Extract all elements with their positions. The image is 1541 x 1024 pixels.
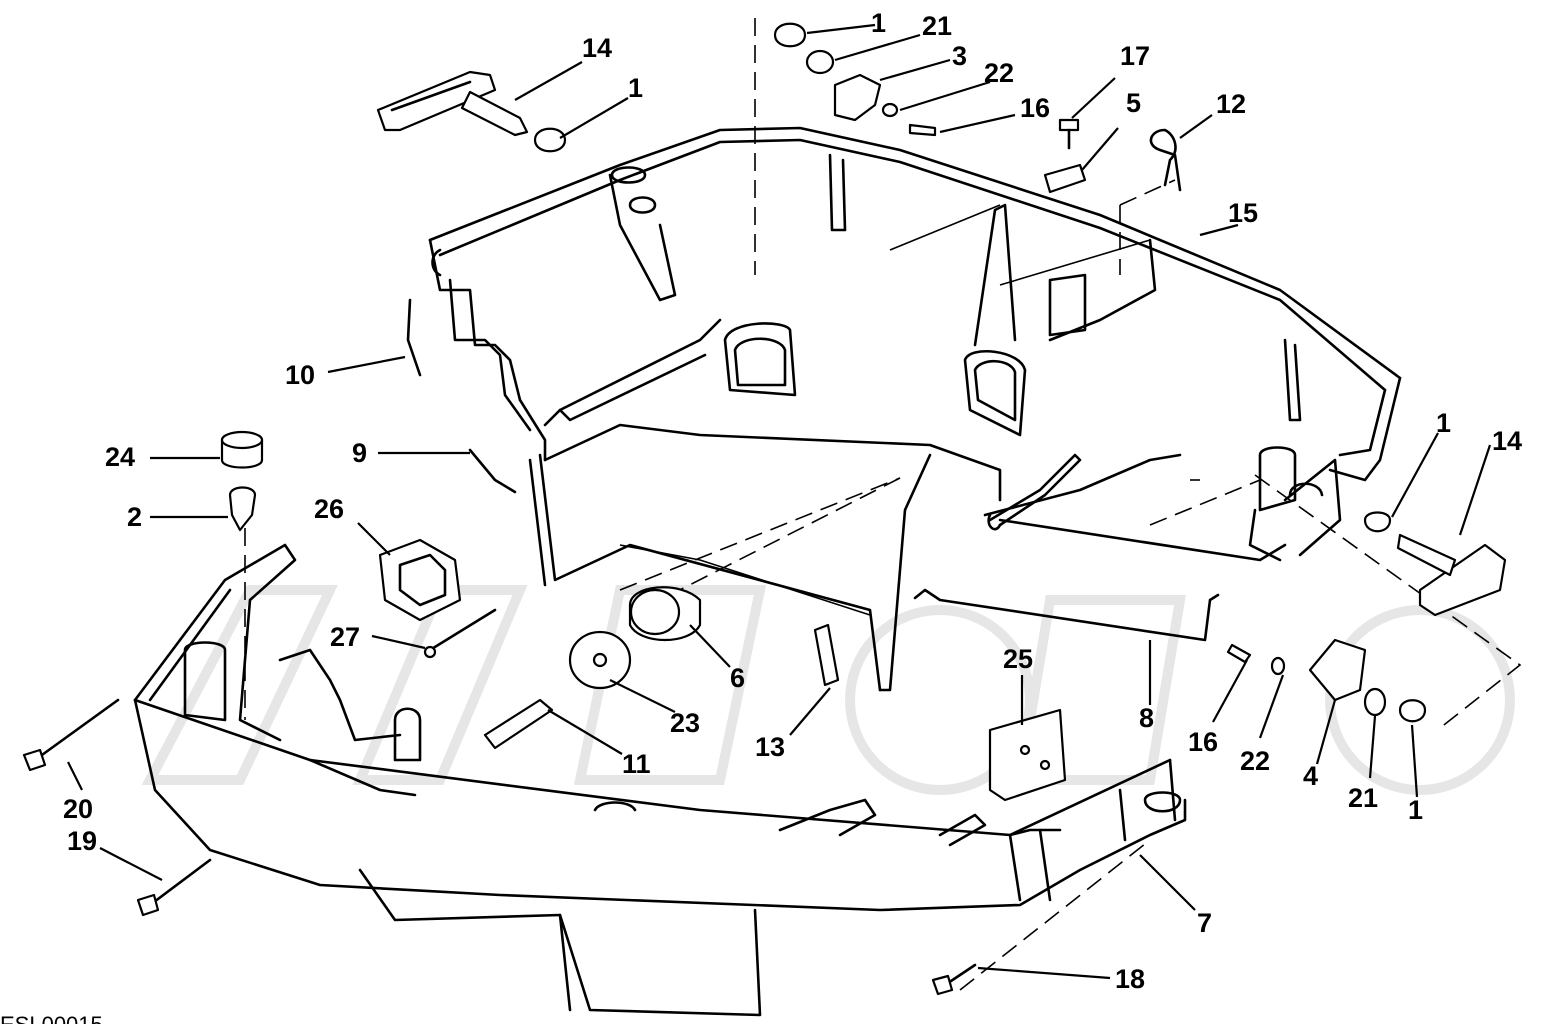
callout-19: 19: [67, 826, 97, 856]
callout-20: 20: [63, 794, 93, 824]
callout-12: 12: [1216, 89, 1246, 119]
assembly-lines: [244, 18, 1522, 991]
callout-1: 1: [1436, 408, 1451, 438]
callout-22: 22: [1240, 746, 1270, 776]
figure-code: ESL00015: [0, 1012, 103, 1024]
callout-3: 3: [952, 41, 967, 71]
callout-1: 1: [871, 8, 886, 38]
callout-11: 11: [622, 749, 651, 779]
callout-10: 10: [285, 360, 315, 390]
leader-lines: [67, 23, 1492, 980]
callout-4: 4: [1303, 761, 1318, 791]
watermark: [141, 585, 1515, 795]
callout-16: 16: [1020, 93, 1050, 123]
callout-2: 2: [127, 502, 142, 532]
callout-5: 5: [1126, 88, 1141, 118]
callout-15: 15: [1228, 198, 1258, 228]
callout-27: 27: [330, 622, 360, 652]
callout-9: 9: [352, 438, 367, 468]
callout-8: 8: [1139, 703, 1154, 733]
small-parts: [22, 22, 1507, 996]
upper-motor-cover: [428, 126, 1402, 692]
callout-18: 18: [1115, 964, 1145, 994]
callout-14: 14: [582, 33, 612, 63]
callout-25: 25: [1003, 644, 1033, 674]
callout-1: 1: [1408, 795, 1423, 825]
lower-motor-cover: [133, 543, 1187, 1017]
callout-labels: 1 21 3 22 16 17 5 12 14 1 15 10 24 9 2 2…: [63, 8, 1522, 994]
callout-21: 21: [922, 11, 952, 41]
callout-21: 21: [1348, 783, 1378, 813]
callout-22: 22: [984, 58, 1014, 88]
callout-16: 16: [1188, 727, 1218, 757]
callout-24: 24: [105, 442, 135, 472]
callout-1: 1: [628, 73, 643, 103]
callout-26: 26: [314, 494, 344, 524]
callout-14: 14: [1492, 426, 1522, 456]
callout-6: 6: [730, 663, 745, 693]
callout-17: 17: [1120, 41, 1150, 71]
callout-13: 13: [755, 732, 785, 762]
callout-7: 7: [1197, 908, 1212, 938]
callout-23: 23: [670, 708, 700, 738]
